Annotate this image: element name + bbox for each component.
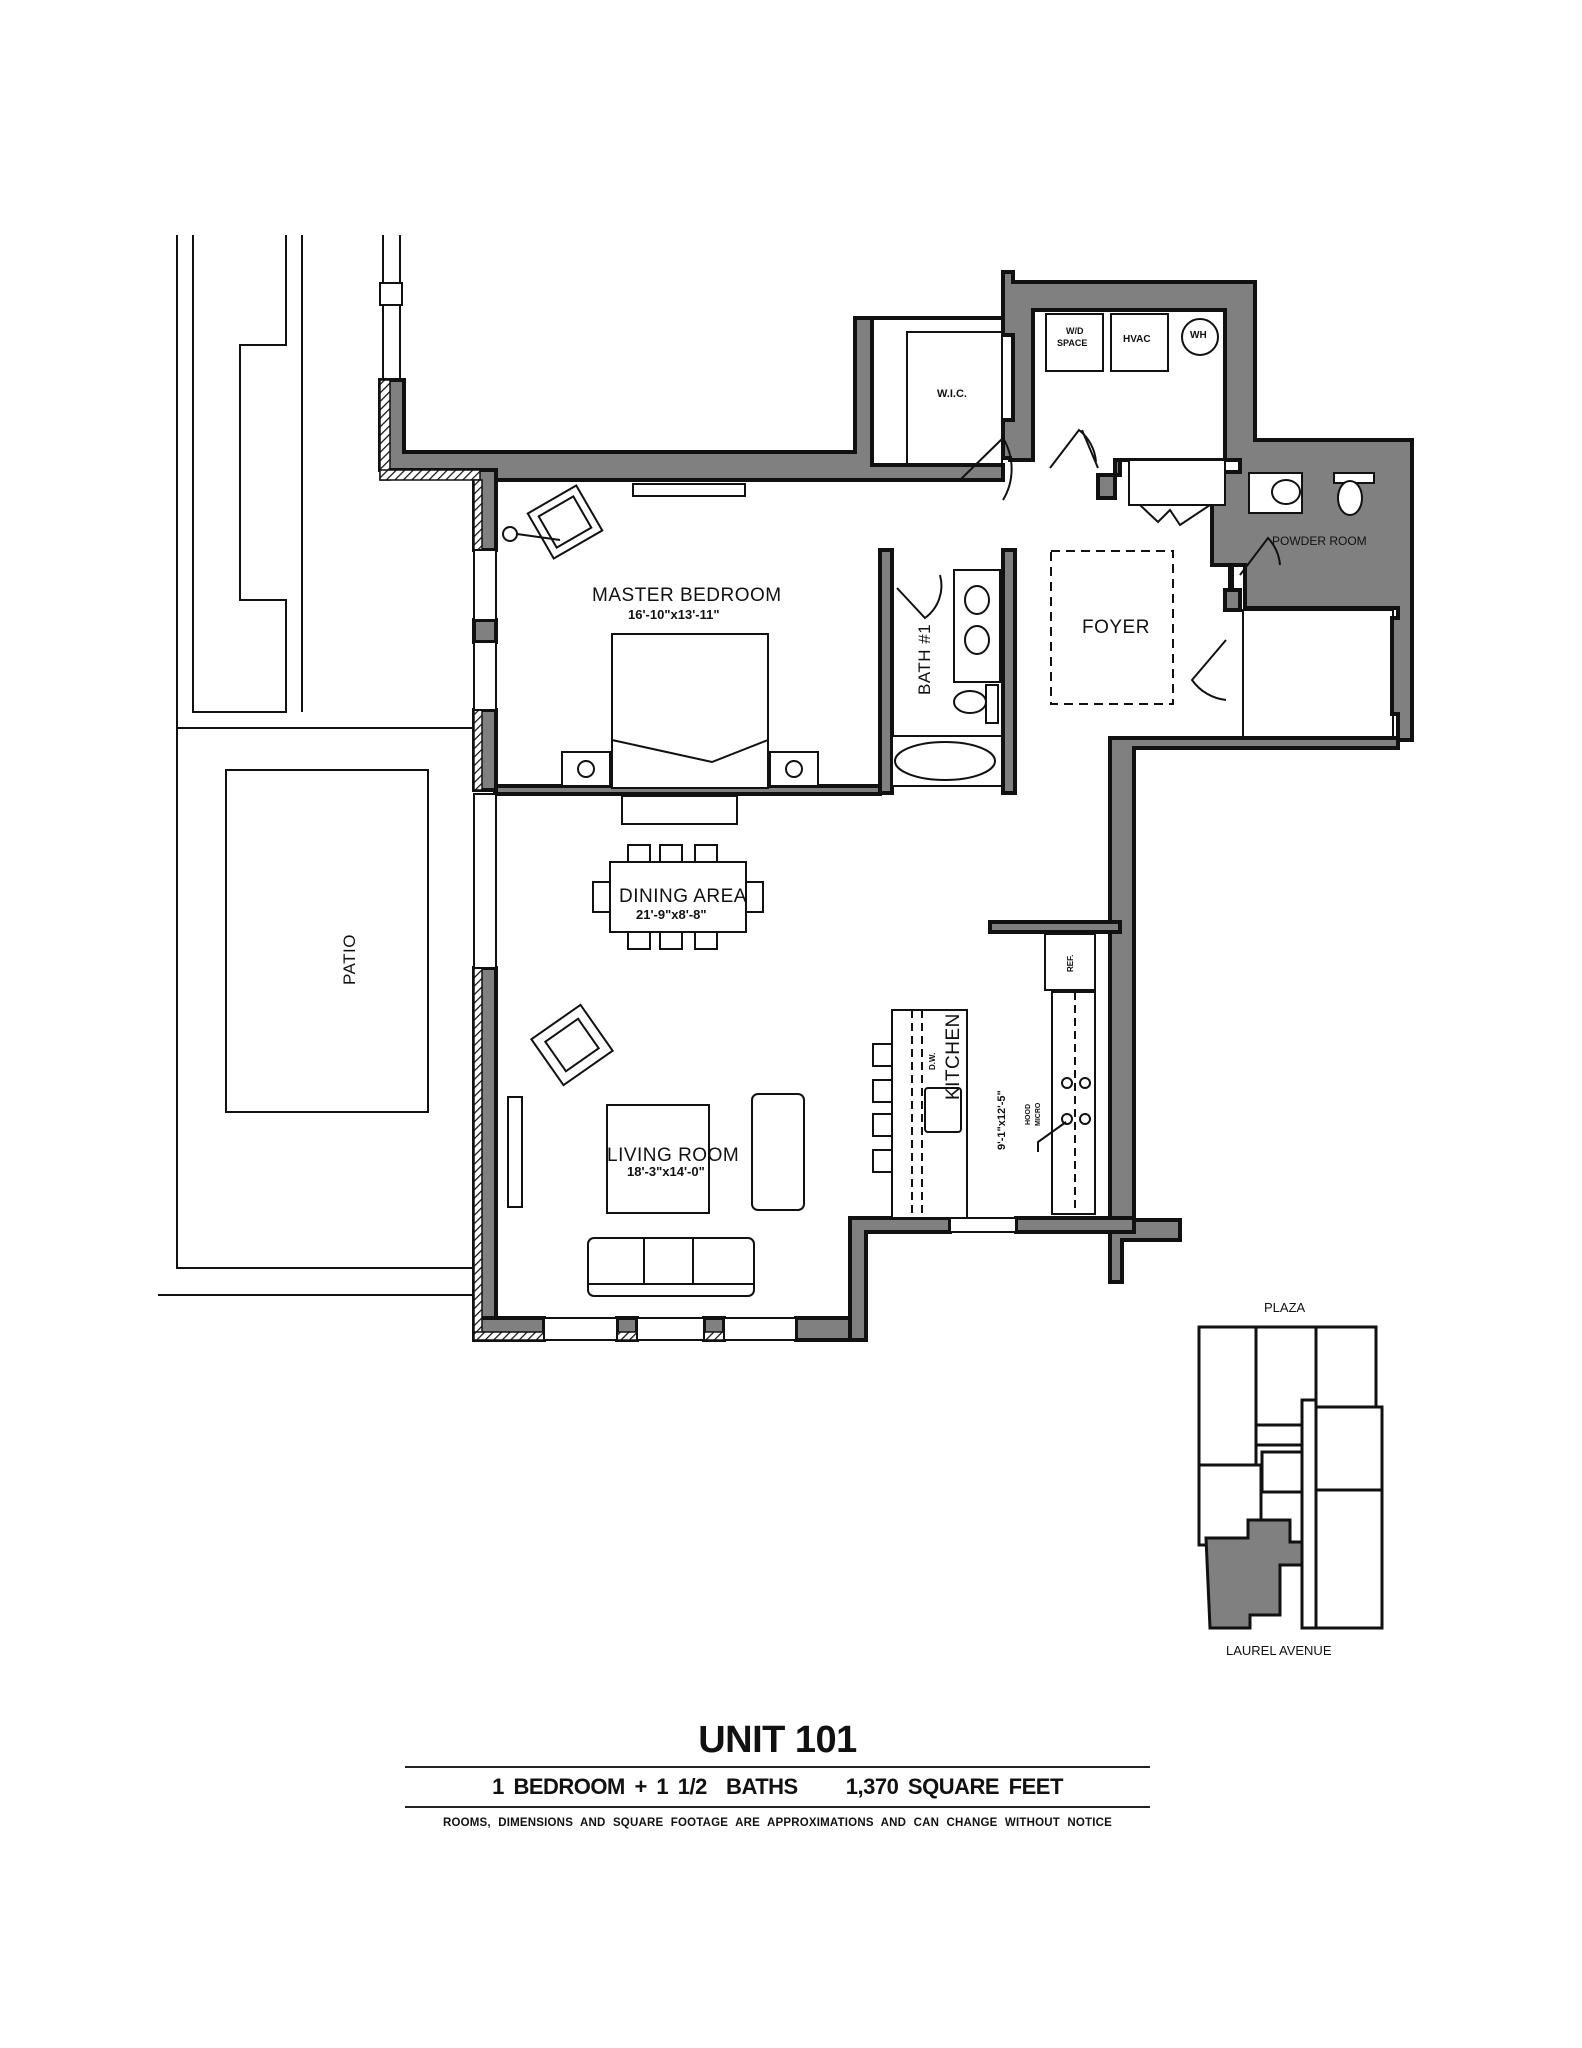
dining-sideboard: [621, 795, 738, 825]
title-rule-bottom: [405, 1806, 1150, 1808]
furniture: [502, 313, 1394, 1297]
kitchen-dimensions: 9'-1"x12'-5": [996, 1090, 1008, 1150]
foyer-label: FOYER: [1082, 617, 1150, 638]
door-swings: [896, 428, 1281, 701]
dining-area-label: DINING AREA: [619, 886, 747, 907]
patio-label: PATIO: [340, 934, 359, 985]
bedroom-armchair: [526, 484, 604, 560]
master-bedroom-label: MASTER BEDROOM: [592, 585, 782, 606]
wic-label: W.I.C.: [937, 388, 967, 400]
wd-space-label-line1: W/D: [1066, 326, 1084, 336]
title-rule-top: [405, 1766, 1150, 1768]
patio-outline: [225, 769, 429, 1113]
foyer-outline: [1050, 550, 1174, 705]
bath1-label: BATH #1: [915, 623, 934, 695]
bed: [611, 633, 769, 789]
master-bedroom-dimensions: 16'-10"x13'-11": [628, 607, 720, 622]
unit-title: UNIT 101: [698, 1719, 857, 1761]
kitchen-label: KITCHEN: [943, 1013, 964, 1100]
site-outline: [158, 235, 474, 1296]
wd-space-label-line2: SPACE: [1057, 338, 1088, 348]
living-room-label: LIVING ROOM: [607, 1145, 740, 1166]
main-sofa: [587, 1237, 755, 1297]
living-armchair: [529, 1003, 615, 1087]
hood-label-line1: HOOD: [1025, 1104, 1032, 1125]
key-plan-bottom-label: LAUREL AVENUE: [1226, 1643, 1332, 1658]
walls: [378, 270, 1414, 1342]
water-heater: [1181, 318, 1219, 356]
hvac-box: [1110, 313, 1169, 372]
living-room-dimensions: 18'-3"x14'-0": [627, 1164, 705, 1179]
kitchen-sink: [924, 1087, 962, 1133]
wic-interior: [906, 331, 1003, 465]
hood-label-line2: MICRO: [1035, 1102, 1042, 1126]
side-sofa: [751, 1093, 805, 1211]
kitchen-counter: [1051, 991, 1096, 1215]
key-plan-top-label: PLAZA: [1264, 1300, 1306, 1315]
disclaimer: ROOMS, DIMENSIONS AND SQUARE FOOTAGE ARE…: [442, 1817, 1113, 1829]
refrigerator-label: REF.: [1066, 954, 1075, 972]
living-console: [507, 1096, 523, 1208]
refrigerator: [1044, 933, 1096, 991]
key-plan-unit-highlight: [1204, 1518, 1304, 1630]
powder-room-label: POWDER ROOM: [1272, 534, 1367, 548]
foyer-closet: [1128, 459, 1226, 506]
unit-summary: 1 BEDROOM + 1 1/2 BATHS 1,370 SQUARE FEE…: [492, 1774, 1063, 1799]
coat-closet: [1242, 609, 1394, 738]
wd-space-box: [1045, 313, 1104, 372]
windows: [473, 549, 1017, 1341]
bedroom-shelf: [632, 483, 746, 497]
key-plan: [1197, 1325, 1384, 1630]
title-block: UNIT 101 1 BEDROOM + 1 1/2 BATHS 1,370 S…: [405, 1718, 1150, 1834]
hvac-label: HVAC: [1123, 334, 1151, 345]
water-heater-label: WH: [1190, 330, 1207, 341]
dining-area-dimensions: 21'-9"x8'-8": [636, 907, 707, 922]
dishwasher-label: D.W.: [928, 1052, 937, 1070]
coffee-table: [606, 1104, 710, 1214]
